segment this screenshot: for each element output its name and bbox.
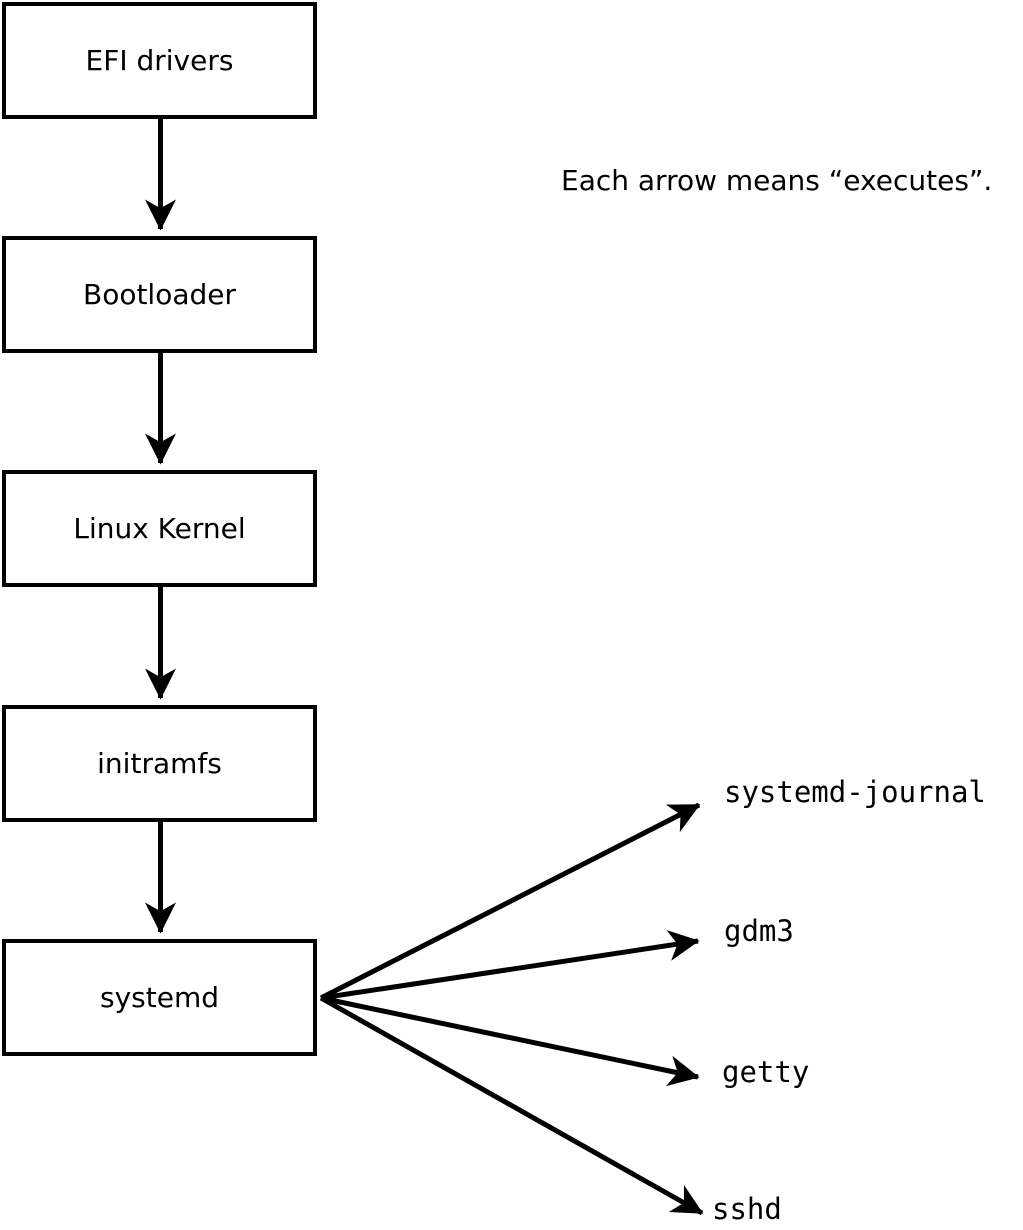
annotation-arrow-meaning: Each arrow means “executes”. bbox=[561, 164, 993, 197]
node-linux-kernel-label: Linux Kernel bbox=[73, 511, 246, 545]
executes-arrow-systemd-to-journal bbox=[319, 802, 701, 1001]
proc-label-gdm3: gdm3 bbox=[724, 914, 794, 948]
node-linux-kernel: Linux Kernel bbox=[2, 470, 317, 587]
node-efi-drivers-label: EFI drivers bbox=[85, 43, 234, 77]
node-systemd-label: systemd bbox=[100, 980, 219, 1014]
node-bootloader: Bootloader bbox=[2, 236, 317, 353]
node-efi-drivers: EFI drivers bbox=[2, 2, 317, 119]
node-systemd: systemd bbox=[2, 939, 317, 1056]
proc-label-systemd-journal: systemd-journal bbox=[724, 775, 986, 809]
executes-arrow-systemd-to-gdm3 bbox=[320, 930, 700, 1001]
proc-label-sshd: sshd bbox=[712, 1192, 782, 1226]
proc-label-getty: getty bbox=[722, 1055, 810, 1089]
executes-arrow-systemd-to-sshd bbox=[319, 995, 704, 1216]
node-initramfs-label: initramfs bbox=[97, 746, 222, 780]
node-bootloader-label: Bootloader bbox=[82, 277, 237, 311]
node-initramfs: initramfs bbox=[2, 705, 317, 822]
executes-arrow-systemd-to-getty bbox=[320, 995, 700, 1087]
